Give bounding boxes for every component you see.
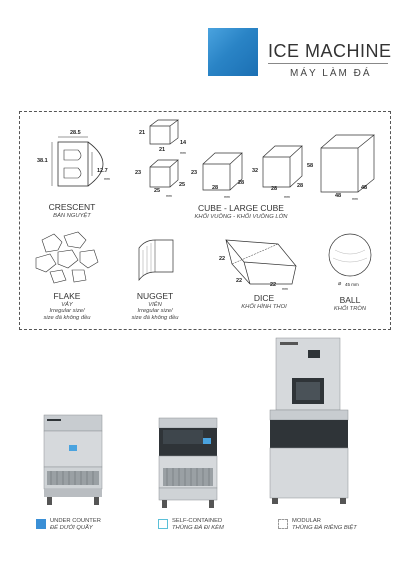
ball-label: BALL KHỐI TRÒN	[330, 295, 370, 312]
cube-vi: KHỐI VUÔNG - KHỐI VUÔNG LỚN	[194, 213, 288, 220]
page-title: ICE MACHINE	[268, 41, 392, 61]
logo-mark	[208, 28, 258, 76]
cube-large-illustration	[202, 152, 243, 191]
legend-under-counter-swatch	[36, 519, 46, 529]
ball-ice-illustration	[328, 233, 372, 277]
cube-xxlarge-a: 58	[307, 163, 314, 169]
cube-medium-illustration	[149, 159, 179, 188]
flake-name: FLAKE	[53, 291, 81, 301]
flake-note-2: size đá không đều	[43, 315, 91, 322]
flake-ice-illustration	[35, 231, 99, 284]
ball-diameter: 45 mm	[345, 282, 359, 287]
flake-label: FLAKE VẢY Irregular size/ size đá không …	[40, 291, 94, 322]
cube-xlarge-c: 28	[297, 183, 304, 189]
cube-large-b: 28	[212, 185, 219, 191]
flake-note-1: Irregular size/	[49, 308, 85, 315]
title-divider	[268, 63, 388, 64]
cube-xxlarge-c: 48	[361, 185, 368, 191]
nugget-note-1: Irregular size/	[137, 308, 173, 315]
dice-name: DICE	[253, 293, 275, 303]
cube-small-unit: mm	[180, 151, 186, 155]
ball-name: BALL	[339, 295, 361, 305]
nugget-vi: VIÊN	[148, 301, 162, 308]
dice-b: 22	[236, 278, 243, 284]
cube-medium-a: 23	[135, 170, 142, 176]
cube-xxlarge-b: 48	[335, 193, 342, 199]
cube-small-b: 21	[159, 147, 166, 153]
self-contained-machine-image	[158, 417, 218, 508]
nugget-note-2: size đá không đều	[131, 315, 179, 322]
dice-unit: mm	[282, 287, 288, 291]
legend-modular-vi: THÙNG ĐÁ RIÊNG BIỆT	[292, 524, 357, 531]
cube-large-a: 23	[191, 170, 198, 176]
dice-ice-illustration	[225, 239, 297, 285]
legend-modular-name: MODULAR	[292, 518, 321, 524]
ball-diameter-icon: ⌀	[338, 281, 342, 287]
legend-self-contained: SELF-CONTAINED THÙNG ĐÁ ĐI KÈM	[172, 518, 224, 532]
legend-modular-swatch	[278, 519, 288, 529]
crescent-depth: 12.7	[97, 168, 108, 174]
legend-self-contained-vi: THÙNG ĐÁ ĐI KÈM	[172, 524, 224, 531]
dice-a: 22	[219, 256, 226, 262]
legend-under-counter-name: UNDER COUNTER	[50, 518, 101, 524]
cube-medium-unit: mm	[166, 194, 172, 198]
nugget-label: NUGGET VIÊN Irregular size/ size đá khôn…	[128, 291, 182, 322]
cube-small-illustration	[149, 119, 180, 145]
dice-c: 22	[270, 282, 277, 288]
cube-small-a: 21	[139, 130, 146, 136]
dice-vi: KHỐI HÌNH THOI	[241, 303, 287, 310]
cube-medium-c: 25	[179, 182, 186, 188]
crescent-height: 38.1	[37, 158, 48, 164]
flake-vi: VẢY	[61, 301, 73, 308]
modular-machine-image	[269, 337, 349, 504]
legend-under-counter-vi: ĐỂ DƯỚI QUẦY	[50, 524, 93, 531]
cube-xlarge-illustration	[262, 145, 303, 188]
crescent-width: 28.5	[70, 130, 81, 136]
legend-under-counter: UNDER COUNTER ĐỂ DƯỚI QUẦY	[50, 518, 101, 532]
nugget-ice-illustration	[138, 239, 174, 282]
page-subtitle: MÁY LÀM ĐÁ	[290, 68, 372, 79]
ball-vi: KHỐI TRÒN	[333, 305, 367, 312]
legend-modular: MODULAR THÙNG ĐÁ RIÊNG BIỆT	[292, 518, 357, 532]
cube-xlarge-unit: mm	[284, 195, 290, 199]
cube-label: CUBE - LARGE CUBE KHỐI VUÔNG - KHỐI VUÔN…	[186, 203, 296, 220]
cube-xxlarge-unit: mm	[352, 197, 358, 201]
cube-medium-b: 25	[154, 188, 161, 194]
cube-name: CUBE - LARGE CUBE	[198, 203, 284, 213]
ice-types-panel	[19, 111, 391, 330]
cube-xlarge-b: 28	[271, 186, 278, 192]
nugget-name: NUGGET	[136, 291, 174, 301]
under-counter-machine-image	[43, 414, 103, 505]
cube-small-c: 14	[180, 140, 187, 146]
crescent-unit: mm	[104, 177, 110, 181]
crescent-name: CRESCENT	[48, 202, 96, 212]
legend-self-contained-swatch	[158, 519, 168, 529]
cube-xxlarge-illustration	[320, 134, 375, 193]
crescent-vi: BÁN NGUYỆT	[53, 212, 91, 219]
legend-self-contained-name: SELF-CONTAINED	[172, 518, 223, 524]
dice-label: DICE KHỐI HÌNH THOI	[232, 293, 296, 310]
cube-large-unit: mm	[224, 195, 230, 199]
cube-large-c: 28	[238, 180, 245, 186]
cube-xlarge-a: 32	[252, 168, 259, 174]
crescent-label: CRESCENT BÁN NGUYỆT	[46, 202, 98, 219]
crescent-ice-illustration	[51, 136, 104, 187]
